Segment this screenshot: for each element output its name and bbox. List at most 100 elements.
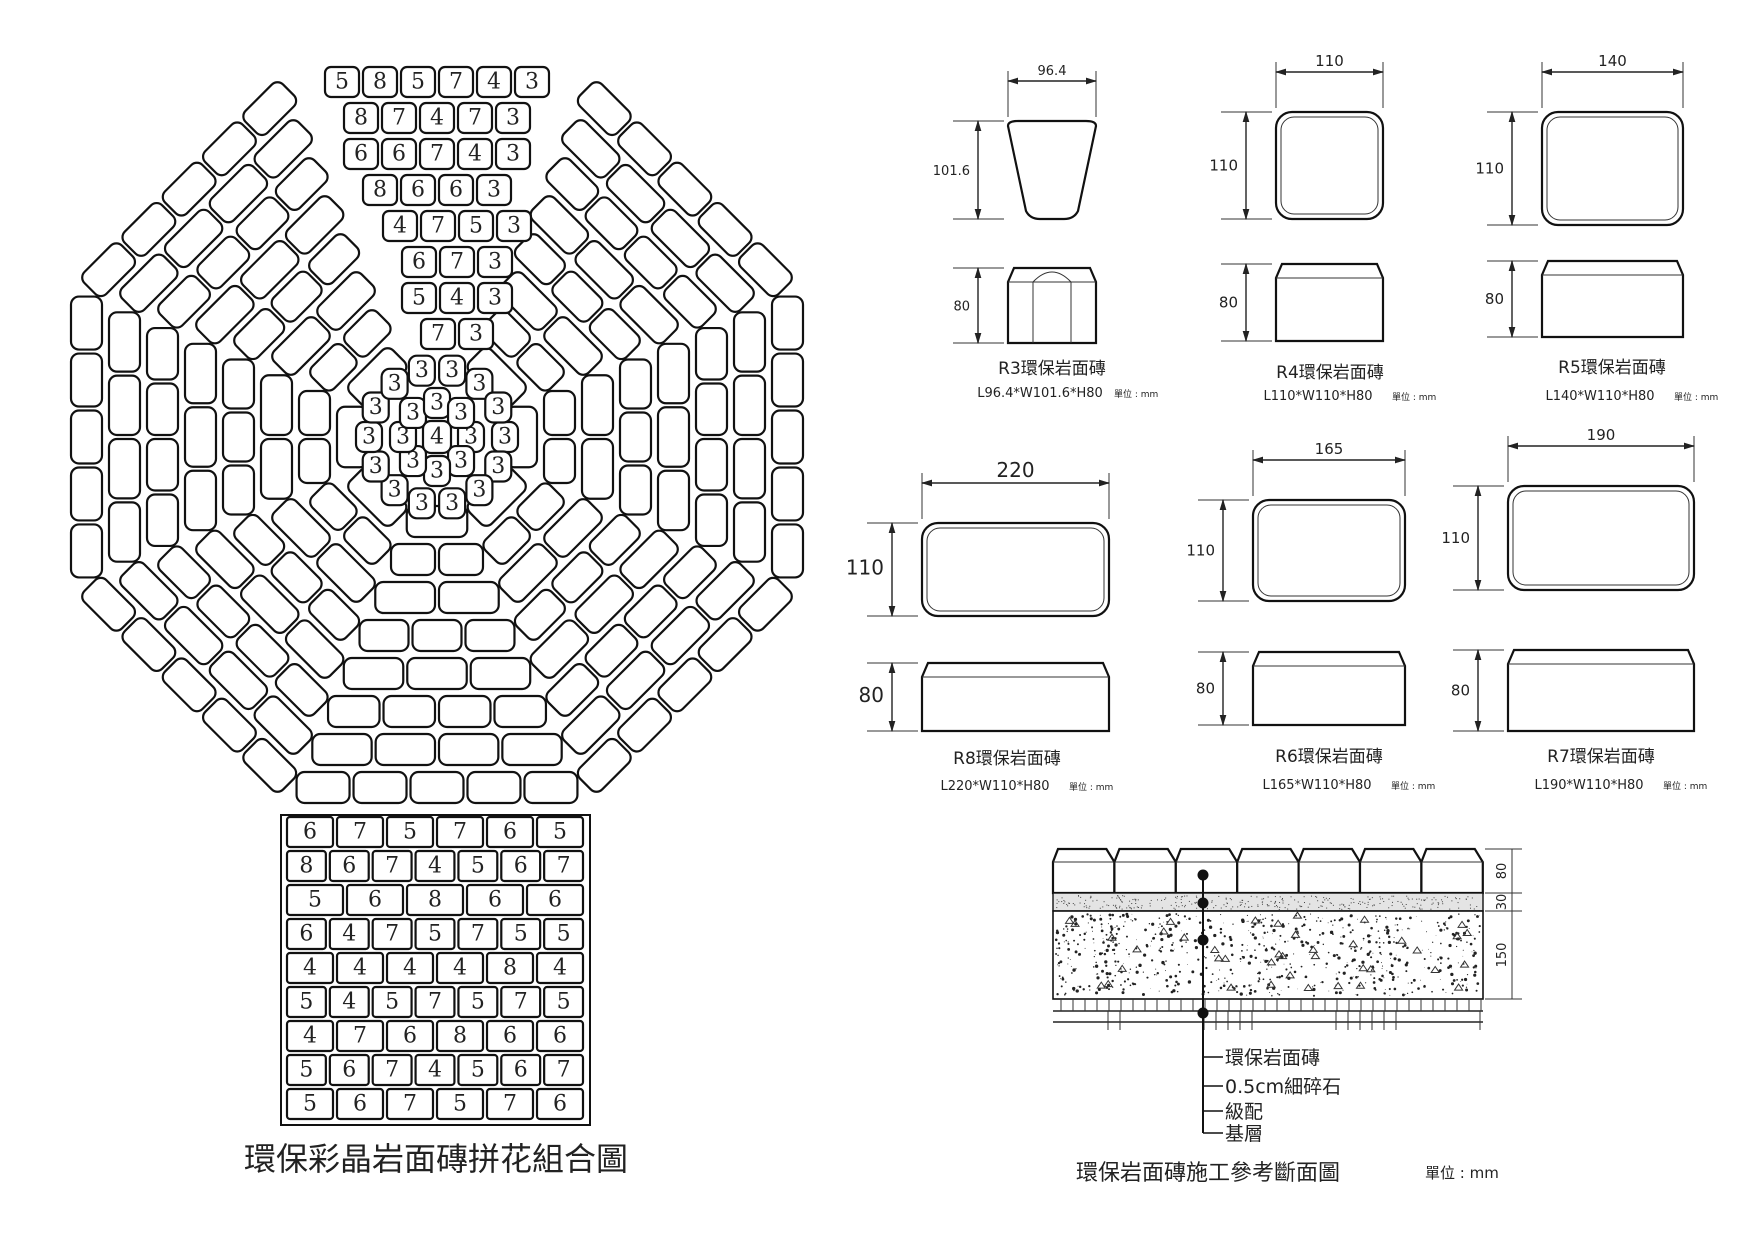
brick-top-view <box>1006 119 1098 221</box>
aggregate-speck <box>1100 929 1104 933</box>
paver-tile-shape <box>253 695 313 755</box>
gravel-speck <box>1294 899 1296 901</box>
aggregate-speck <box>1221 942 1225 946</box>
paver-tile-shape <box>584 196 639 251</box>
aggregate-stone <box>1103 979 1114 988</box>
paver-tile-shape <box>543 316 603 376</box>
paver-tile <box>435 815 485 849</box>
gravel-speck <box>1122 895 1124 897</box>
aggregate-speck <box>1387 940 1391 944</box>
paver-tile-shape <box>650 605 711 666</box>
gravel-speck <box>1317 900 1319 902</box>
aggregate-speck <box>1466 919 1470 923</box>
aggregate-speck <box>1407 927 1409 930</box>
paver-tile <box>437 732 500 767</box>
length-dimension: 220 <box>996 458 1034 482</box>
paver-tile <box>485 1019 535 1053</box>
paver-tile-shape <box>239 574 300 635</box>
paver-tile <box>457 209 495 243</box>
paver-tile <box>69 352 104 408</box>
gravel-speck <box>1275 900 1277 902</box>
paver-tile <box>485 1087 535 1121</box>
aggregate-speck <box>1288 923 1290 925</box>
tile-number: 3 <box>525 70 539 95</box>
paver-tile <box>437 694 492 729</box>
paver-tile <box>501 732 563 767</box>
aggregate-speck <box>1129 968 1132 970</box>
paver-tile-shape <box>561 119 621 179</box>
paver-tile <box>183 342 218 405</box>
paver-tile <box>259 437 294 500</box>
section-dimension: 30 <box>1495 894 1510 911</box>
gravel-speck <box>1229 898 1231 900</box>
gravel-speck <box>1414 906 1416 908</box>
aggregate-speck <box>1071 972 1073 974</box>
paver-tile <box>328 985 370 1019</box>
brick-top-view <box>920 521 1111 618</box>
aggregate-speck <box>1226 980 1229 983</box>
paver-tile <box>316 543 376 603</box>
aggregate-speck <box>1104 949 1105 951</box>
aggregate-speck <box>1237 986 1238 988</box>
aggregate-speck <box>1209 920 1212 922</box>
paver-tile <box>657 161 713 217</box>
aggregate-speck <box>1213 933 1217 938</box>
aggregate-speck <box>1440 942 1442 945</box>
aggregate-speck <box>1059 960 1063 964</box>
brick-name: R5環保岩面磚 <box>1558 358 1666 378</box>
aggregate-speck <box>1293 970 1297 974</box>
aggregate-speck <box>1352 976 1354 978</box>
paver-tile <box>535 951 585 985</box>
aggregate-speck <box>1379 951 1382 954</box>
aggregate-speck <box>1172 942 1174 944</box>
paver-tile-shape <box>119 561 179 621</box>
paver-tile <box>475 173 513 207</box>
gravel-speck <box>1403 905 1405 907</box>
aggregate-speck <box>1094 954 1096 955</box>
gravel-speck <box>1106 904 1108 906</box>
paver-tile <box>617 121 673 177</box>
paver-tile <box>271 316 331 376</box>
gravel-speck <box>1257 904 1259 906</box>
aggregate-speck <box>1460 981 1462 982</box>
tile-number: 5 <box>403 820 417 845</box>
tile-number: 4 <box>487 70 501 95</box>
tile-number: 6 <box>503 1024 517 1049</box>
gravel-speck <box>1141 905 1143 907</box>
aggregate-speck <box>1114 960 1117 963</box>
gravel-speck <box>1117 895 1119 897</box>
tile-number: 3 <box>415 358 429 383</box>
aggregate-speck <box>1319 920 1322 922</box>
aggregate-speck <box>1211 973 1214 976</box>
aggregate-speck <box>1366 934 1371 938</box>
paver-tile-shape <box>145 437 180 492</box>
gravel-speck <box>1318 906 1320 908</box>
gravel-speck <box>1347 908 1349 910</box>
aggregate-speck <box>1437 925 1440 927</box>
paver-tile-shape <box>437 580 500 615</box>
aggregate-speck <box>1370 974 1372 976</box>
paver-tile-shape <box>580 437 615 500</box>
aggregate-speck <box>1332 924 1334 926</box>
paver-tile <box>545 662 600 717</box>
aggregate-speck <box>1421 920 1423 922</box>
paver-tile <box>326 694 381 729</box>
gravel-speck <box>1226 903 1228 905</box>
paver-tile-shape <box>107 374 142 437</box>
aggregate-speck <box>1473 951 1477 955</box>
tile-number: 4 <box>342 922 356 947</box>
paver-tile <box>295 770 351 805</box>
section-dimension: 150 <box>1495 943 1510 968</box>
aggregate-speck <box>1426 931 1428 933</box>
aggregate-speck <box>1203 956 1206 958</box>
paver-tile-shape <box>694 382 729 437</box>
paver-tile-shape <box>574 239 635 300</box>
paver-tile-shape <box>529 619 590 679</box>
gravel-speck <box>1115 904 1117 906</box>
gravel-speck <box>1089 905 1091 907</box>
aggregate-speck <box>1163 921 1165 923</box>
gravel-speck <box>1092 900 1094 902</box>
paver-tile <box>419 317 457 351</box>
paver-tile-shape <box>411 618 463 653</box>
